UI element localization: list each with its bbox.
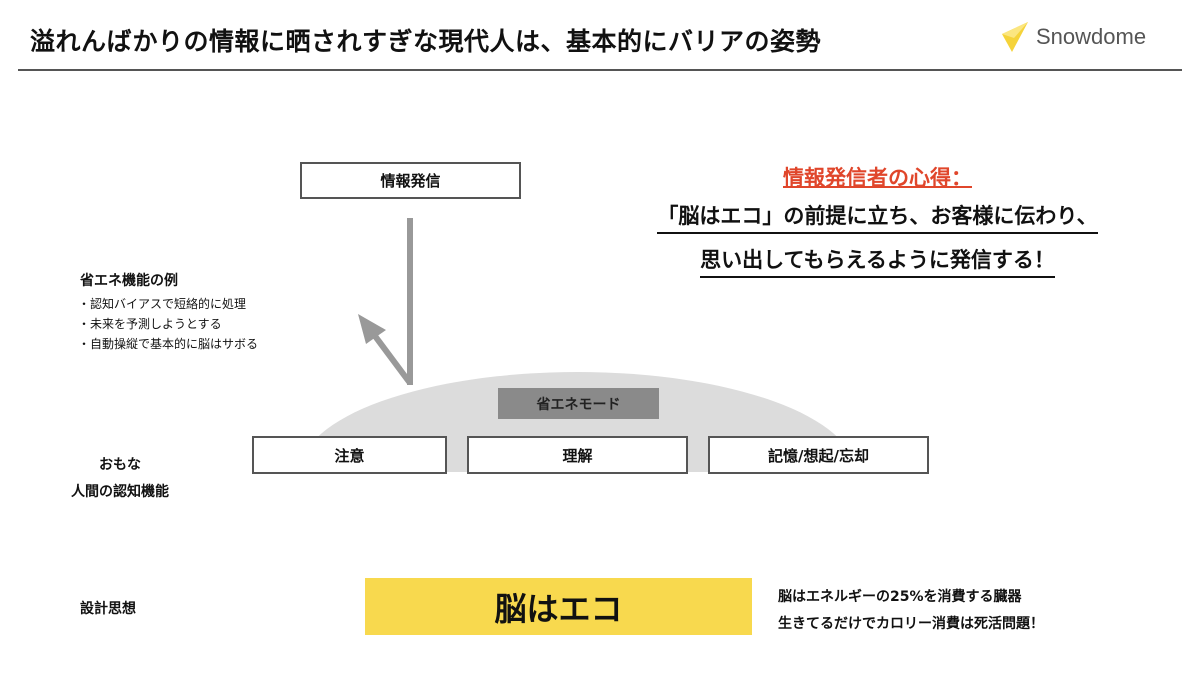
brain-eco-box: 脳はエコ — [365, 578, 752, 635]
core-note: 生きてるだけでカロリー消費は死活問題！ — [778, 616, 1044, 632]
example-item: ・未来を予測しようとする — [78, 317, 222, 331]
message-line: 「脳はエコ」の前提に立ち、お客様に伝わり、 — [657, 200, 1098, 234]
logo-text: Snowdome — [1036, 24, 1147, 49]
function-memory: 記憶/想起/忘却 — [708, 436, 929, 474]
design-label: 設計思想 — [80, 601, 136, 617]
energy-saving-mode-label: 省エネモード — [498, 388, 659, 419]
deflected-arrow-line — [369, 330, 413, 385]
dome-mask — [280, 472, 880, 592]
functions-label-line: 人間の認知機能 — [71, 484, 169, 500]
info-output-box: 情報発信 — [300, 162, 521, 199]
message-block: 情報発信者の心得： 「脳はエコ」の前提に立ち、お客様に伝わり、 思い出してもらえ… — [600, 162, 1155, 288]
function-attention: 注意 — [252, 436, 447, 474]
core-note: 脳はエネルギーの25%を消費する臓器 — [778, 589, 1022, 605]
example-item: ・認知バイアスで短絡的に処理 — [78, 297, 247, 311]
functions-label: おもな 人間の認知機能 — [60, 452, 180, 506]
functions-label-line: おもな — [99, 457, 141, 473]
logo: Snowdome — [1000, 20, 1146, 54]
example-item: ・自動操縦で基本的に脳はサボる — [78, 337, 259, 351]
function-understanding: 理解 — [467, 436, 688, 474]
deflected-arrowhead-icon — [358, 314, 386, 344]
message-heading: 情報発信者の心得： — [783, 166, 972, 190]
examples-list: ・認知バイアスで短絡的に処理 ・未来を予測しようとする ・自動操縦で基本的に脳は… — [78, 294, 258, 354]
message-line: 思い出してもらえるように発信する！ — [700, 244, 1055, 278]
examples-heading: 省エネ機能の例 — [80, 273, 178, 289]
header-divider — [18, 69, 1182, 71]
slide-title: 溢れんばかりの情報に晒されすぎな現代人は、基本的にバリアの姿勢 — [30, 27, 822, 56]
paper-plane-icon — [1002, 22, 1028, 52]
core-notes: 脳はエネルギーの25%を消費する臓器 生きてるだけでカロリー消費は死活問題！ — [778, 584, 1044, 638]
